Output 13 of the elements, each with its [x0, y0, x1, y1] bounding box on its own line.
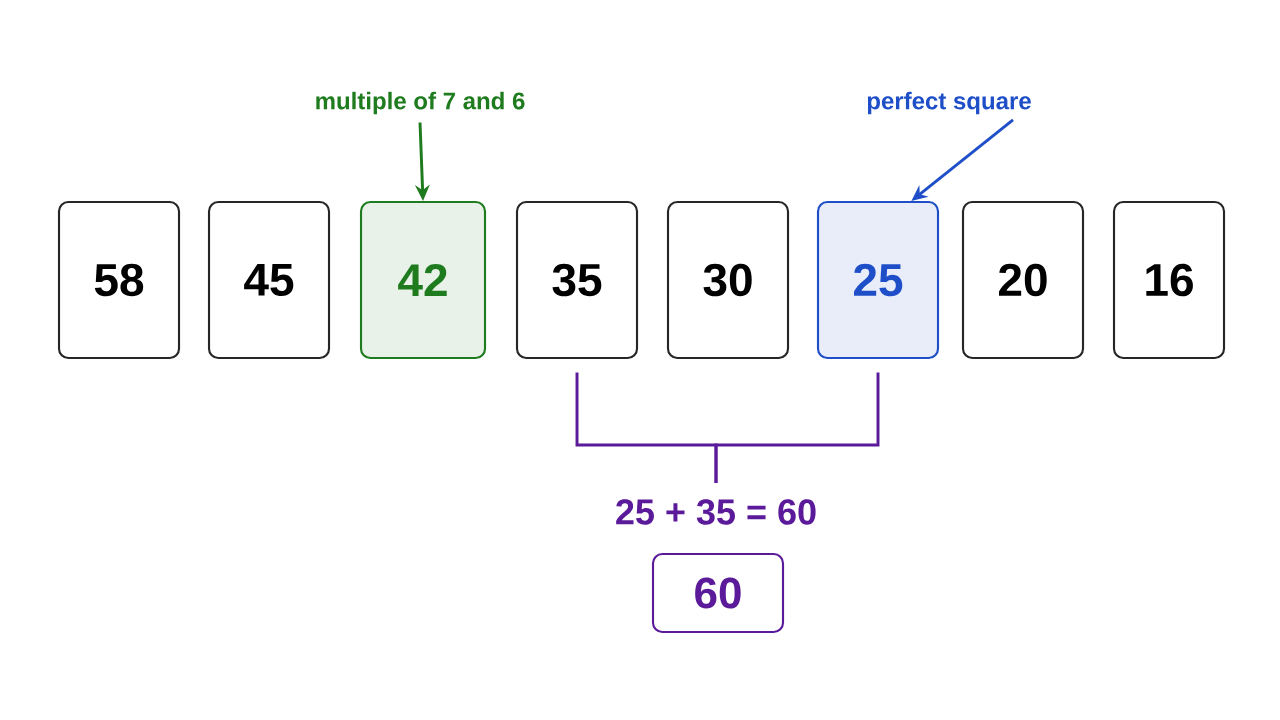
annotation-text: 25 + 35 = 60 [616, 499, 816, 525]
number-card: 20 [961, 200, 1085, 360]
number-card: 16 [1112, 200, 1226, 360]
number-card: 25 [816, 200, 940, 360]
number-card: 35 [515, 200, 639, 360]
number-card: 30 [666, 200, 790, 360]
number-card: 58 [57, 200, 181, 360]
result-box: 60 [651, 552, 785, 634]
number-card: 45 [207, 200, 331, 360]
annotation-text: multiple of 7 and 6 [316, 91, 525, 115]
bracket-line [714, 372, 880, 483]
number-card: 42 [359, 200, 487, 360]
annotation-text: perfect square [867, 91, 1031, 115]
